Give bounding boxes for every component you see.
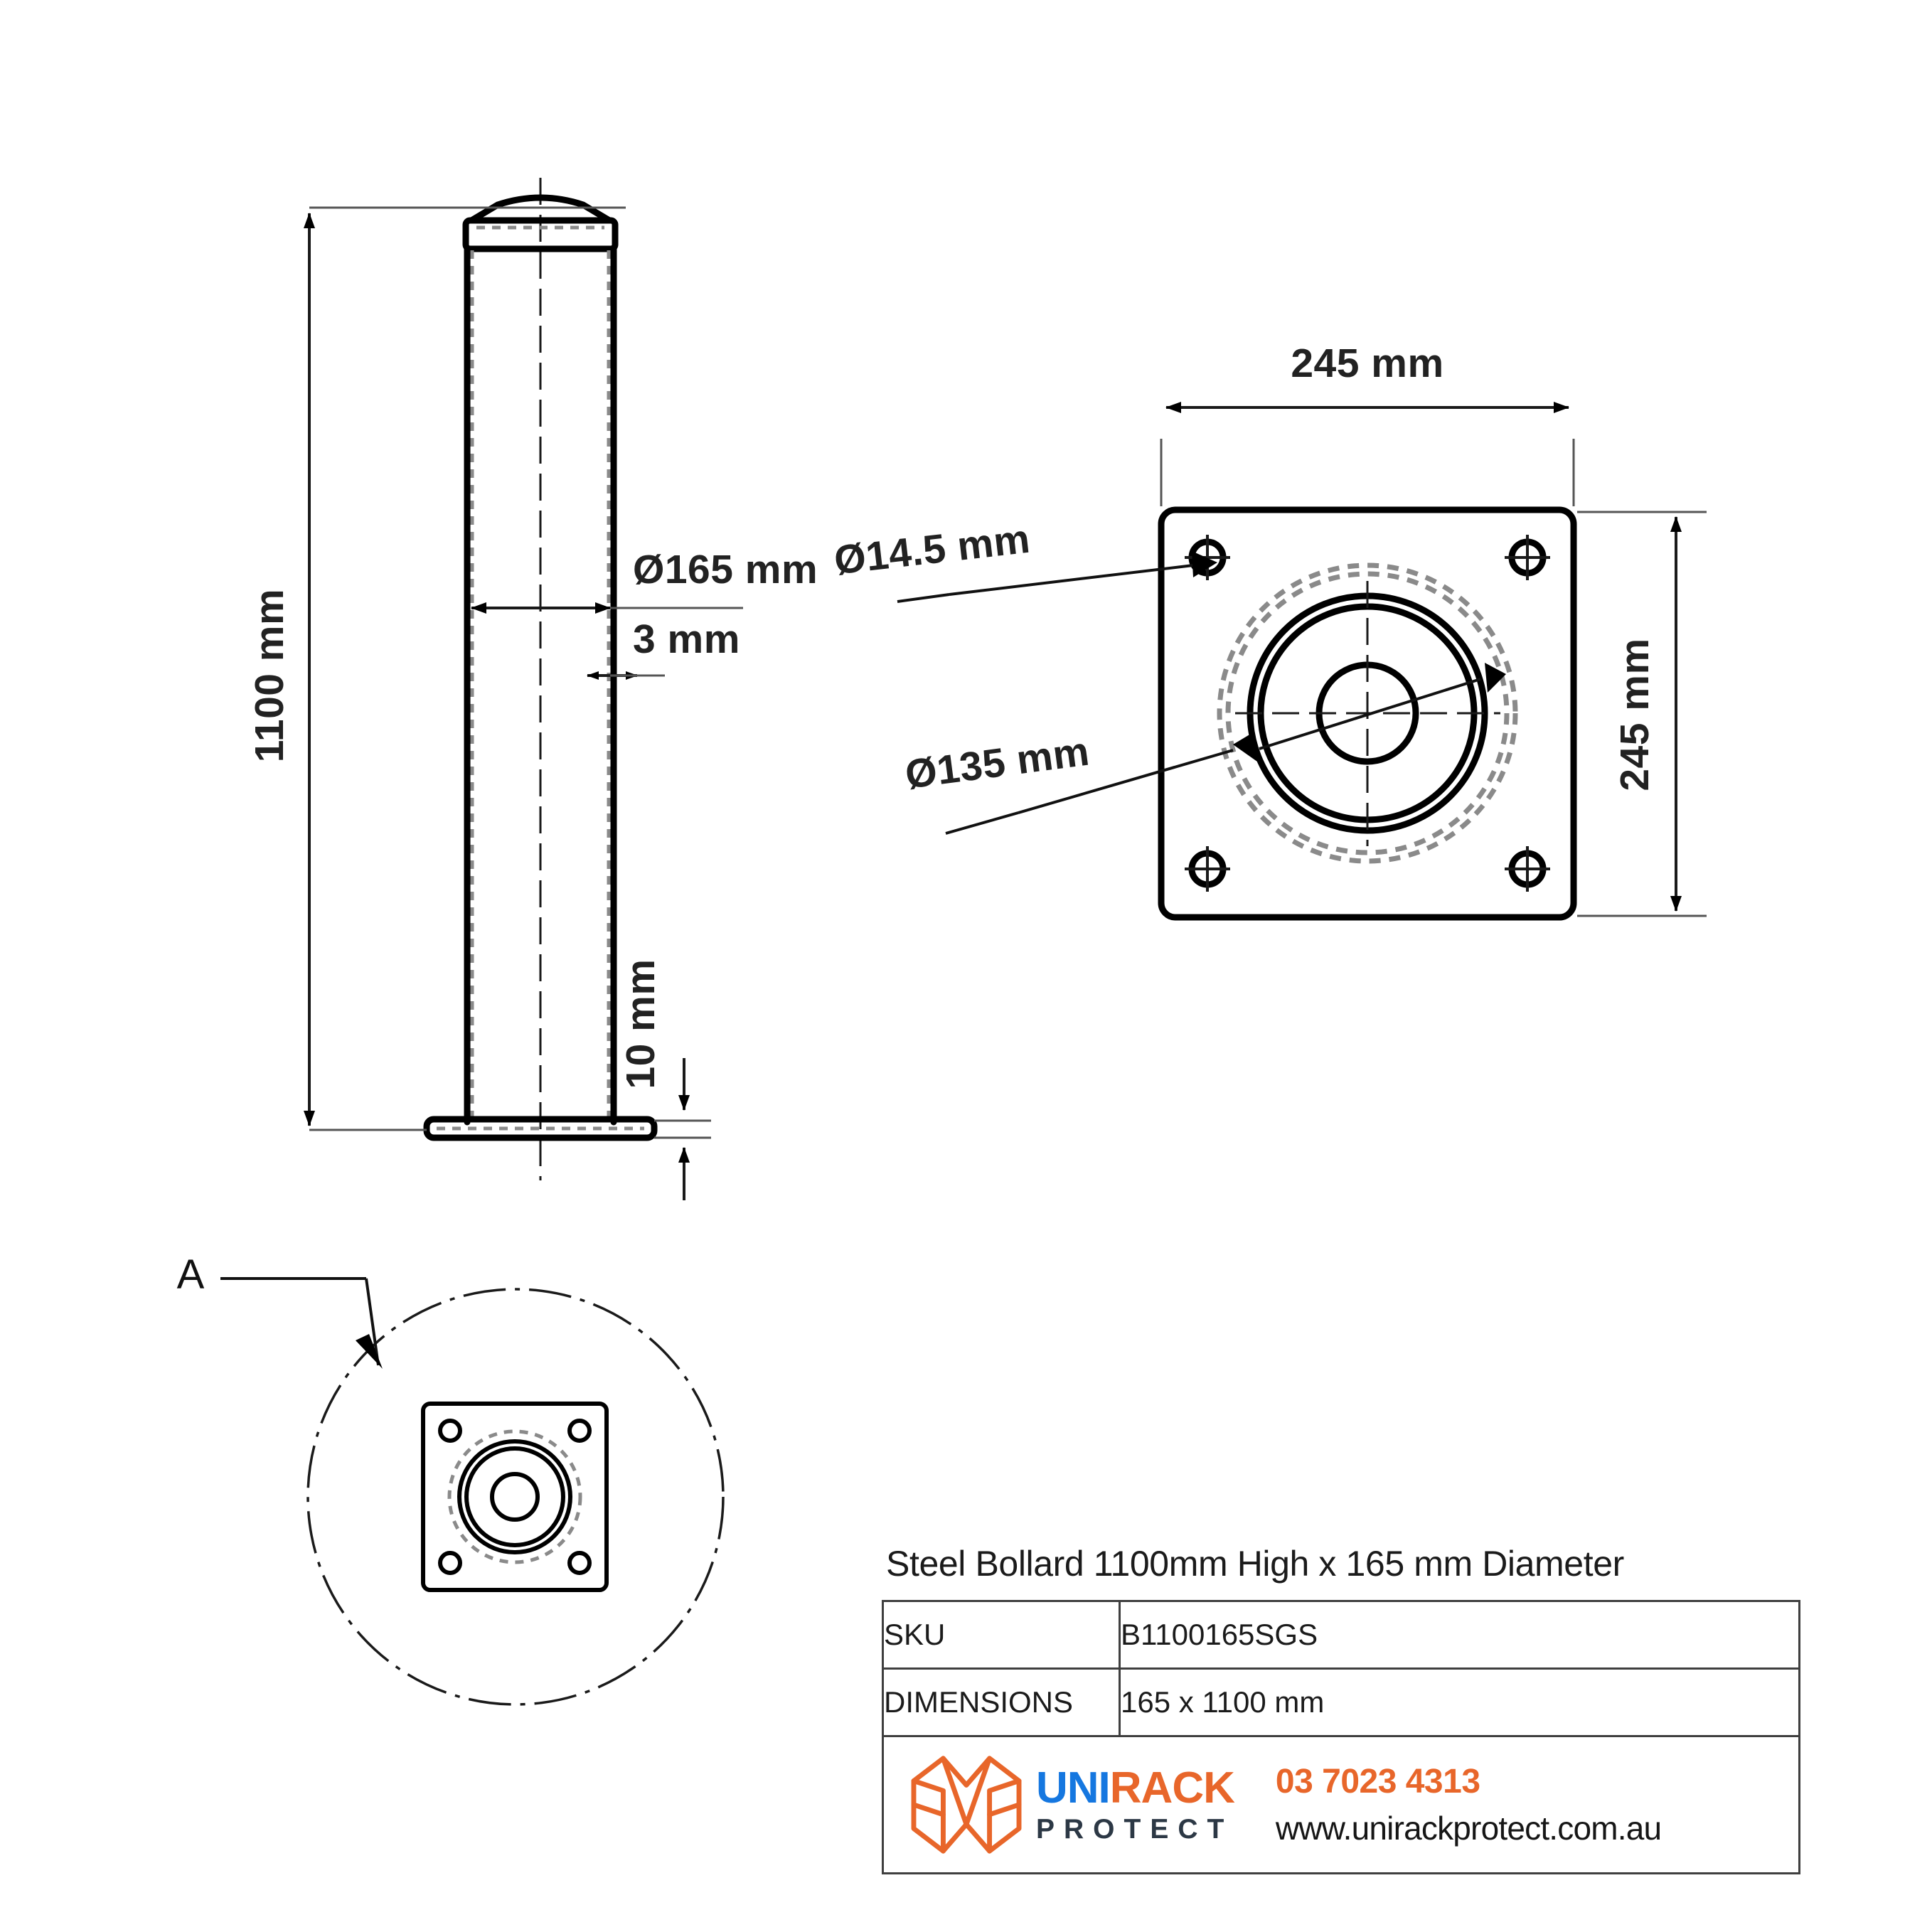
information-block: Steel Bollard 1100mm High x 165 mm Diame… [882,1543,1806,1874]
leader-bolt-hole [949,564,1194,596]
base-plate-edge [423,1116,658,1141]
detail-bolt-hole-bottom-left [438,1551,462,1575]
table-cell-value: 165 x 1100 mm [1119,1667,1800,1737]
detail-a-view: A [177,1251,725,1706]
detail-tube-inner-circle [464,1446,565,1547]
base-plate-outline [1158,506,1577,921]
dim-arrow-bore-left [1233,732,1257,762]
detail-base-plate-outline [421,1402,609,1592]
dim-arrow-bore-right [1485,663,1506,693]
dim-label-plate-thickness: 10 mm [618,959,663,1089]
table-cell-key: SKU [882,1600,1121,1670]
bollard-cap-collar [462,217,619,252]
table-row: SKU B1100165SGS [882,1600,1800,1670]
detail-bolt-hole-top-left [438,1419,462,1443]
dim-label-wall: 3 mm [633,617,740,662]
leader-tail-bore [1018,749,1234,814]
hidden-ring-inner [1225,571,1510,855]
detail-callout-label: A [177,1251,205,1298]
brand-name-protect: PROTECT [1036,1814,1234,1845]
detail-callout-arrow [356,1334,383,1369]
brand-name-line: UNIRACK [1036,1763,1235,1813]
detail-boundary-circle [306,1288,725,1706]
bollard-cap [468,194,613,224]
leader-arrow-bolt-hole [1192,551,1217,577]
dim-line-bore [1259,678,1481,750]
brand-name-uni: UNI [1036,1763,1111,1813]
bolt-hole-bottom-left [1185,846,1230,892]
brand-cell: UNIRACK PROTECT 03 7023 4313 www.unirack… [882,1735,1800,1874]
detail-tube-outer-circle [457,1439,572,1554]
contact-website[interactable]: www.unirackprotect.com.au [1275,1810,1662,1847]
dim-label-bolt-hole: Ø14.5 mm [832,516,1032,584]
front-elevation-view: 1100 mm Ø165 mm 3 mm 10 mm [247,178,818,1200]
brand-name-rack: RACK [1109,1763,1235,1813]
detail-hidden-ring [447,1429,582,1564]
table-cell-key: DIMENSIONS [882,1667,1121,1737]
contact-phone[interactable]: 03 7023 4313 [1275,1762,1480,1800]
dim-label-plate-width: 245 mm [1291,341,1443,386]
unirack-logo-icon [907,1751,1026,1858]
brand-wordmark: UNIRACK PROTECT [1036,1763,1235,1845]
detail-bolt-hole-bottom-right [567,1551,592,1575]
table-row: DIMENSIONS 165 x 1100 mm [882,1667,1800,1737]
table-row-brand: UNIRACK PROTECT 03 7023 4313 www.unirack… [882,1735,1800,1874]
detail-center-bore-circle [490,1472,540,1522]
dim-label-diameter: Ø165 mm [633,547,818,592]
bolt-hole-bottom-right [1505,846,1550,892]
detail-callout-leader-diagonal [365,1278,380,1366]
detail-bolt-hole-top-right [567,1419,592,1443]
contact-details: 03 7023 4313 www.unirackprotect.com.au [1276,1762,1798,1848]
plan-view: 245 mm 245 mm Ø14.5 mm Ø135 mm [832,341,1707,921]
table-cell-value: B1100165SGS [1119,1600,1800,1670]
dim-label-plate-depth: 245 mm [1612,638,1658,791]
hidden-ring-outer [1217,562,1518,864]
bolt-hole-top-right [1505,535,1550,580]
leader-tail-bolt-hole [897,593,950,603]
leader-tail2-bore [945,811,1019,835]
spec-table: SKU B1100165SGS DIMENSIONS 165 x 1100 mm [882,1600,1800,1874]
bolt-hole-top-left [1185,535,1230,580]
page-title: Steel Bollard 1100mm High x 165 mm Diame… [886,1544,1624,1584]
dim-label-height: 1100 mm [247,589,292,762]
dim-label-bore: Ø135 mm [902,728,1092,797]
